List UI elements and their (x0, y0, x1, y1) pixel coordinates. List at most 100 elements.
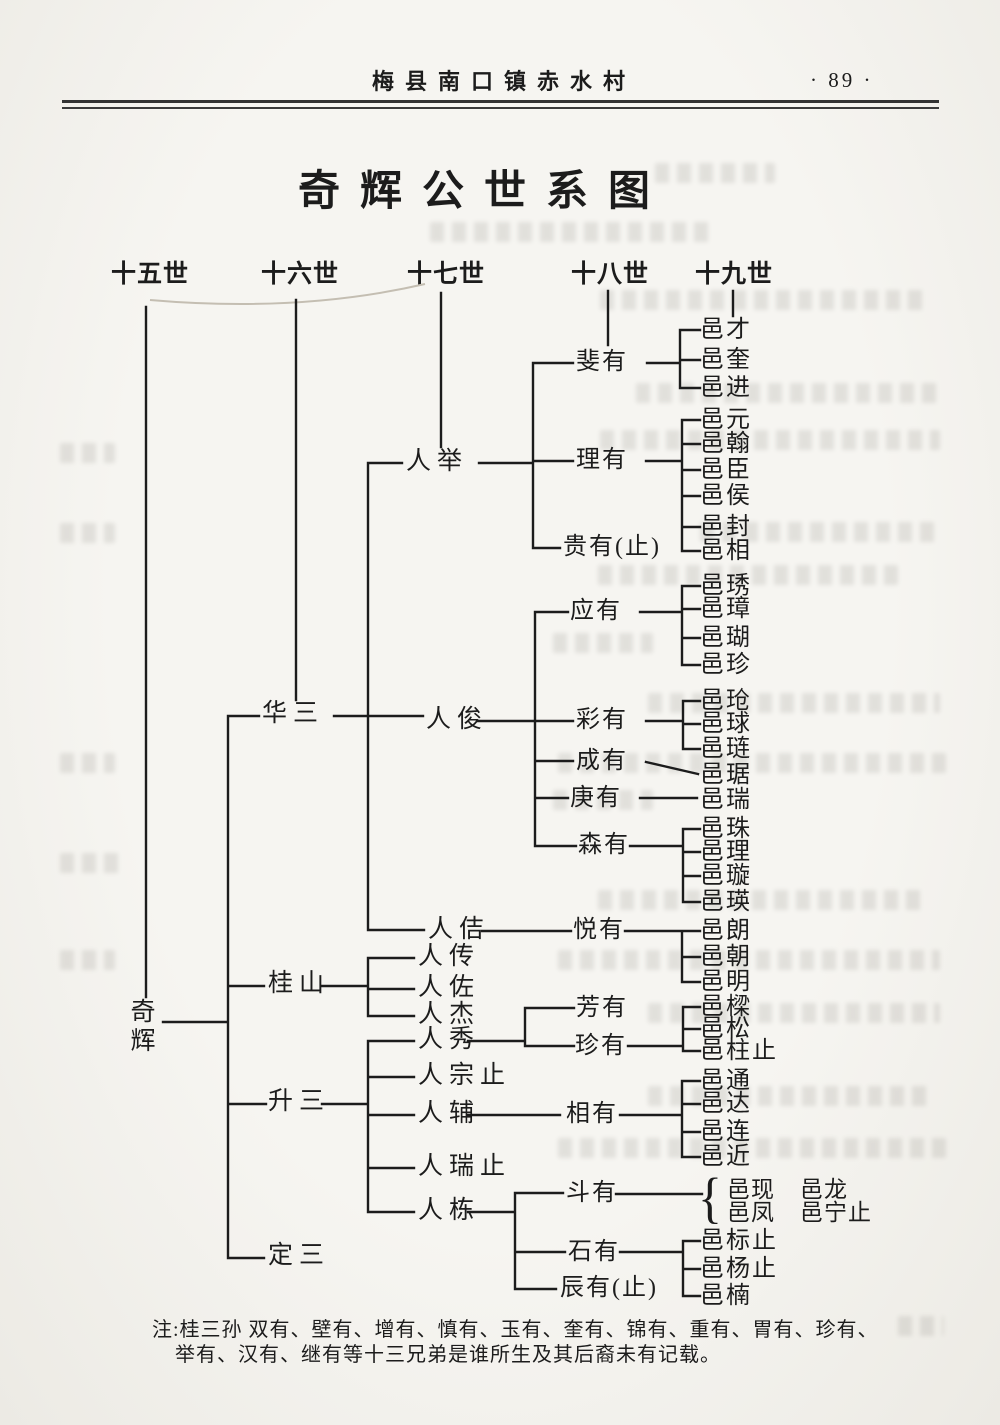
person-shengsan: 升三 (268, 1088, 331, 1115)
person-yiju: 邑琚 (700, 762, 752, 788)
person-feiyou: 斐有 (576, 349, 628, 375)
person-fangyou: 芳有 (576, 995, 628, 1021)
person-yilong: 邑龙 (800, 1177, 848, 1202)
person-yifeng: 邑封 (700, 514, 752, 540)
person-yida: 邑达 (700, 1091, 752, 1117)
person-liyou: 理有 (576, 447, 628, 473)
person-guishan: 桂山 (268, 970, 331, 997)
person-yingyou: 应有 (570, 598, 622, 624)
person-yiningzhi: 邑宁止 (800, 1200, 872, 1225)
page-number: · 89 · (810, 68, 874, 92)
bleedthrough-artifact (60, 950, 115, 970)
bleedthrough-artifact (648, 1086, 930, 1106)
person-yitong: 邑通 (700, 1068, 752, 1094)
person-yiyangzhi: 邑杨止 (700, 1256, 778, 1282)
person-guiyou-ended: 贵有(止) (563, 534, 661, 560)
person-chengyou: 成有 (576, 748, 628, 774)
person-senyou: 森有 (578, 832, 630, 858)
person-yiying: 邑瑛 (700, 889, 752, 915)
person-douyou: 斗有 (566, 1180, 618, 1206)
bleedthrough-artifact (898, 1316, 944, 1336)
bleedthrough-artifact (598, 890, 928, 910)
person-yiqiu: 邑球 (700, 711, 752, 737)
person-renjie: 人杰 (418, 1001, 481, 1028)
person-yinan: 邑楠 (700, 1283, 752, 1309)
person-renji: 人佶 (428, 916, 491, 943)
person-yueyou: 悦有 (573, 917, 625, 943)
person-shiyou: 石有 (568, 1239, 620, 1265)
generation-label-17: 十七世 (407, 261, 486, 288)
person-yixuan: 邑璇 (700, 863, 752, 889)
bleedthrough-artifact (60, 523, 115, 543)
person-yiliang: 邑樑 (700, 994, 752, 1020)
bleedthrough-artifact (648, 693, 940, 713)
person-renjun: 人俊 (426, 706, 489, 733)
person-yizhuzhi: 邑柱止 (700, 1038, 778, 1064)
generation-label-19: 十九世 (695, 261, 774, 288)
person-caiyou: 彩有 (576, 707, 628, 733)
person-yisong: 邑松 (700, 1016, 752, 1042)
generation-label-18: 十八世 (571, 261, 650, 288)
person-huasan: 华三 (262, 700, 325, 727)
bleedthrough-artifact (553, 633, 653, 653)
person-yixian: 邑现 (727, 1177, 775, 1202)
person-xiangyou: 相有 (566, 1101, 618, 1127)
diagram-title: 奇辉公世系图 (298, 169, 671, 215)
person-renzuo: 人佐 (418, 974, 481, 1001)
person-renruizhi: 人瑞止 (418, 1153, 512, 1180)
bleedthrough-artifact (636, 383, 941, 403)
person-yilang: 邑朗 (700, 918, 752, 944)
footnote-line-2: 举有、汉有、继有等十三兄弟是谁所生及其后裔未有记载。 (175, 1344, 721, 1366)
footnote-line-1: 注:桂三孙 双有、壁有、增有、慎有、玉有、奎有、锦有、重有、胃有、珍有、 (152, 1319, 879, 1341)
bleedthrough-artifact (600, 290, 930, 310)
bleedthrough-artifact (655, 163, 775, 183)
person-dingsan: 定三 (268, 1242, 331, 1269)
bleedthrough-artifact (648, 1003, 940, 1023)
bleedthrough-artifact (60, 443, 115, 463)
person-yiyuan: 邑元 (700, 407, 752, 433)
person-yixiang: 邑相 (700, 538, 752, 564)
person-yili: 邑理 (700, 839, 752, 865)
person-renzongzhi: 人宗止 (418, 1062, 512, 1089)
person-yihan: 邑翰 (700, 431, 752, 457)
person-yilian: 邑琏 (700, 736, 752, 762)
person-gengyou: 庚有 (570, 785, 622, 811)
page-header-village: 梅县南口镇赤水村 (372, 69, 637, 94)
person-renxiu: 人秀 (418, 1026, 481, 1053)
person-yizhen: 邑珍 (700, 652, 752, 678)
person-yiqiang: 邑玱 (700, 688, 752, 714)
person-yifeng-phoenix: 邑凤 (727, 1200, 775, 1225)
person-renfu: 人辅 (418, 1100, 481, 1127)
generation-label-16: 十六世 (261, 261, 340, 288)
header-double-rule (62, 100, 939, 109)
bleedthrough-artifact (60, 753, 115, 773)
person-yichen: 邑臣 (700, 457, 752, 483)
person-yiming: 邑明 (700, 969, 752, 995)
person-yizhu: 邑珠 (700, 816, 752, 842)
person-rendong: 人栋 (418, 1197, 481, 1224)
bleedthrough-artifact (700, 522, 940, 542)
bleedthrough-artifact (430, 222, 710, 242)
person-chenyou-ended: 辰有(止) (560, 1275, 658, 1301)
bleedthrough-artifact (60, 853, 125, 873)
person-yizhang: 邑璋 (700, 596, 752, 622)
person-yijin: 邑进 (700, 375, 752, 401)
person-qihui: 奇辉 (130, 999, 156, 1055)
person-renchuan: 人传 (418, 943, 481, 970)
person-yilian-jin: 邑连 (700, 1119, 752, 1145)
bleedthrough-artifact (558, 1138, 946, 1158)
bleedthrough-artifact (600, 430, 940, 450)
person-yihou: 邑侯 (700, 483, 752, 509)
person-yirui: 邑瑞 (700, 787, 752, 813)
person-yijin-near: 邑近 (700, 1144, 752, 1170)
grouping-brace: { (698, 1166, 724, 1229)
generation-label-15: 十五世 (111, 261, 190, 288)
person-zhenyou: 珍有 (575, 1033, 627, 1059)
person-yihu: 邑瑚 (700, 625, 752, 651)
person-yichao: 邑朝 (700, 944, 752, 970)
person-renju: 人举 (406, 448, 469, 475)
person-yixiu: 邑琇 (700, 573, 752, 599)
person-yibiaozhi: 邑标止 (700, 1228, 778, 1254)
person-yikui: 邑奎 (700, 347, 752, 373)
